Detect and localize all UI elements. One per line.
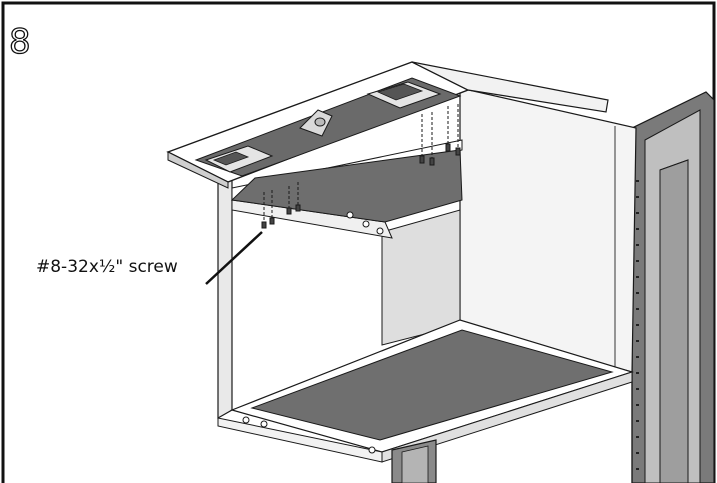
lower-leg — [391, 439, 437, 483]
left-corner-bracket — [204, 145, 274, 173]
top-panel — [166, 61, 609, 189]
bottom-shelf — [217, 319, 635, 463]
post-hole-row — [636, 180, 639, 470]
screw-callout-label: #8-32x½" screw — [36, 257, 178, 277]
center-bracket — [299, 109, 333, 137]
vertical-post — [631, 91, 715, 483]
step-number: 8 — [9, 22, 31, 62]
screw-group-left — [261, 182, 301, 229]
callout-leader-line — [205, 231, 263, 285]
right-corner-bracket — [366, 81, 442, 109]
screw-group-right — [419, 104, 461, 166]
